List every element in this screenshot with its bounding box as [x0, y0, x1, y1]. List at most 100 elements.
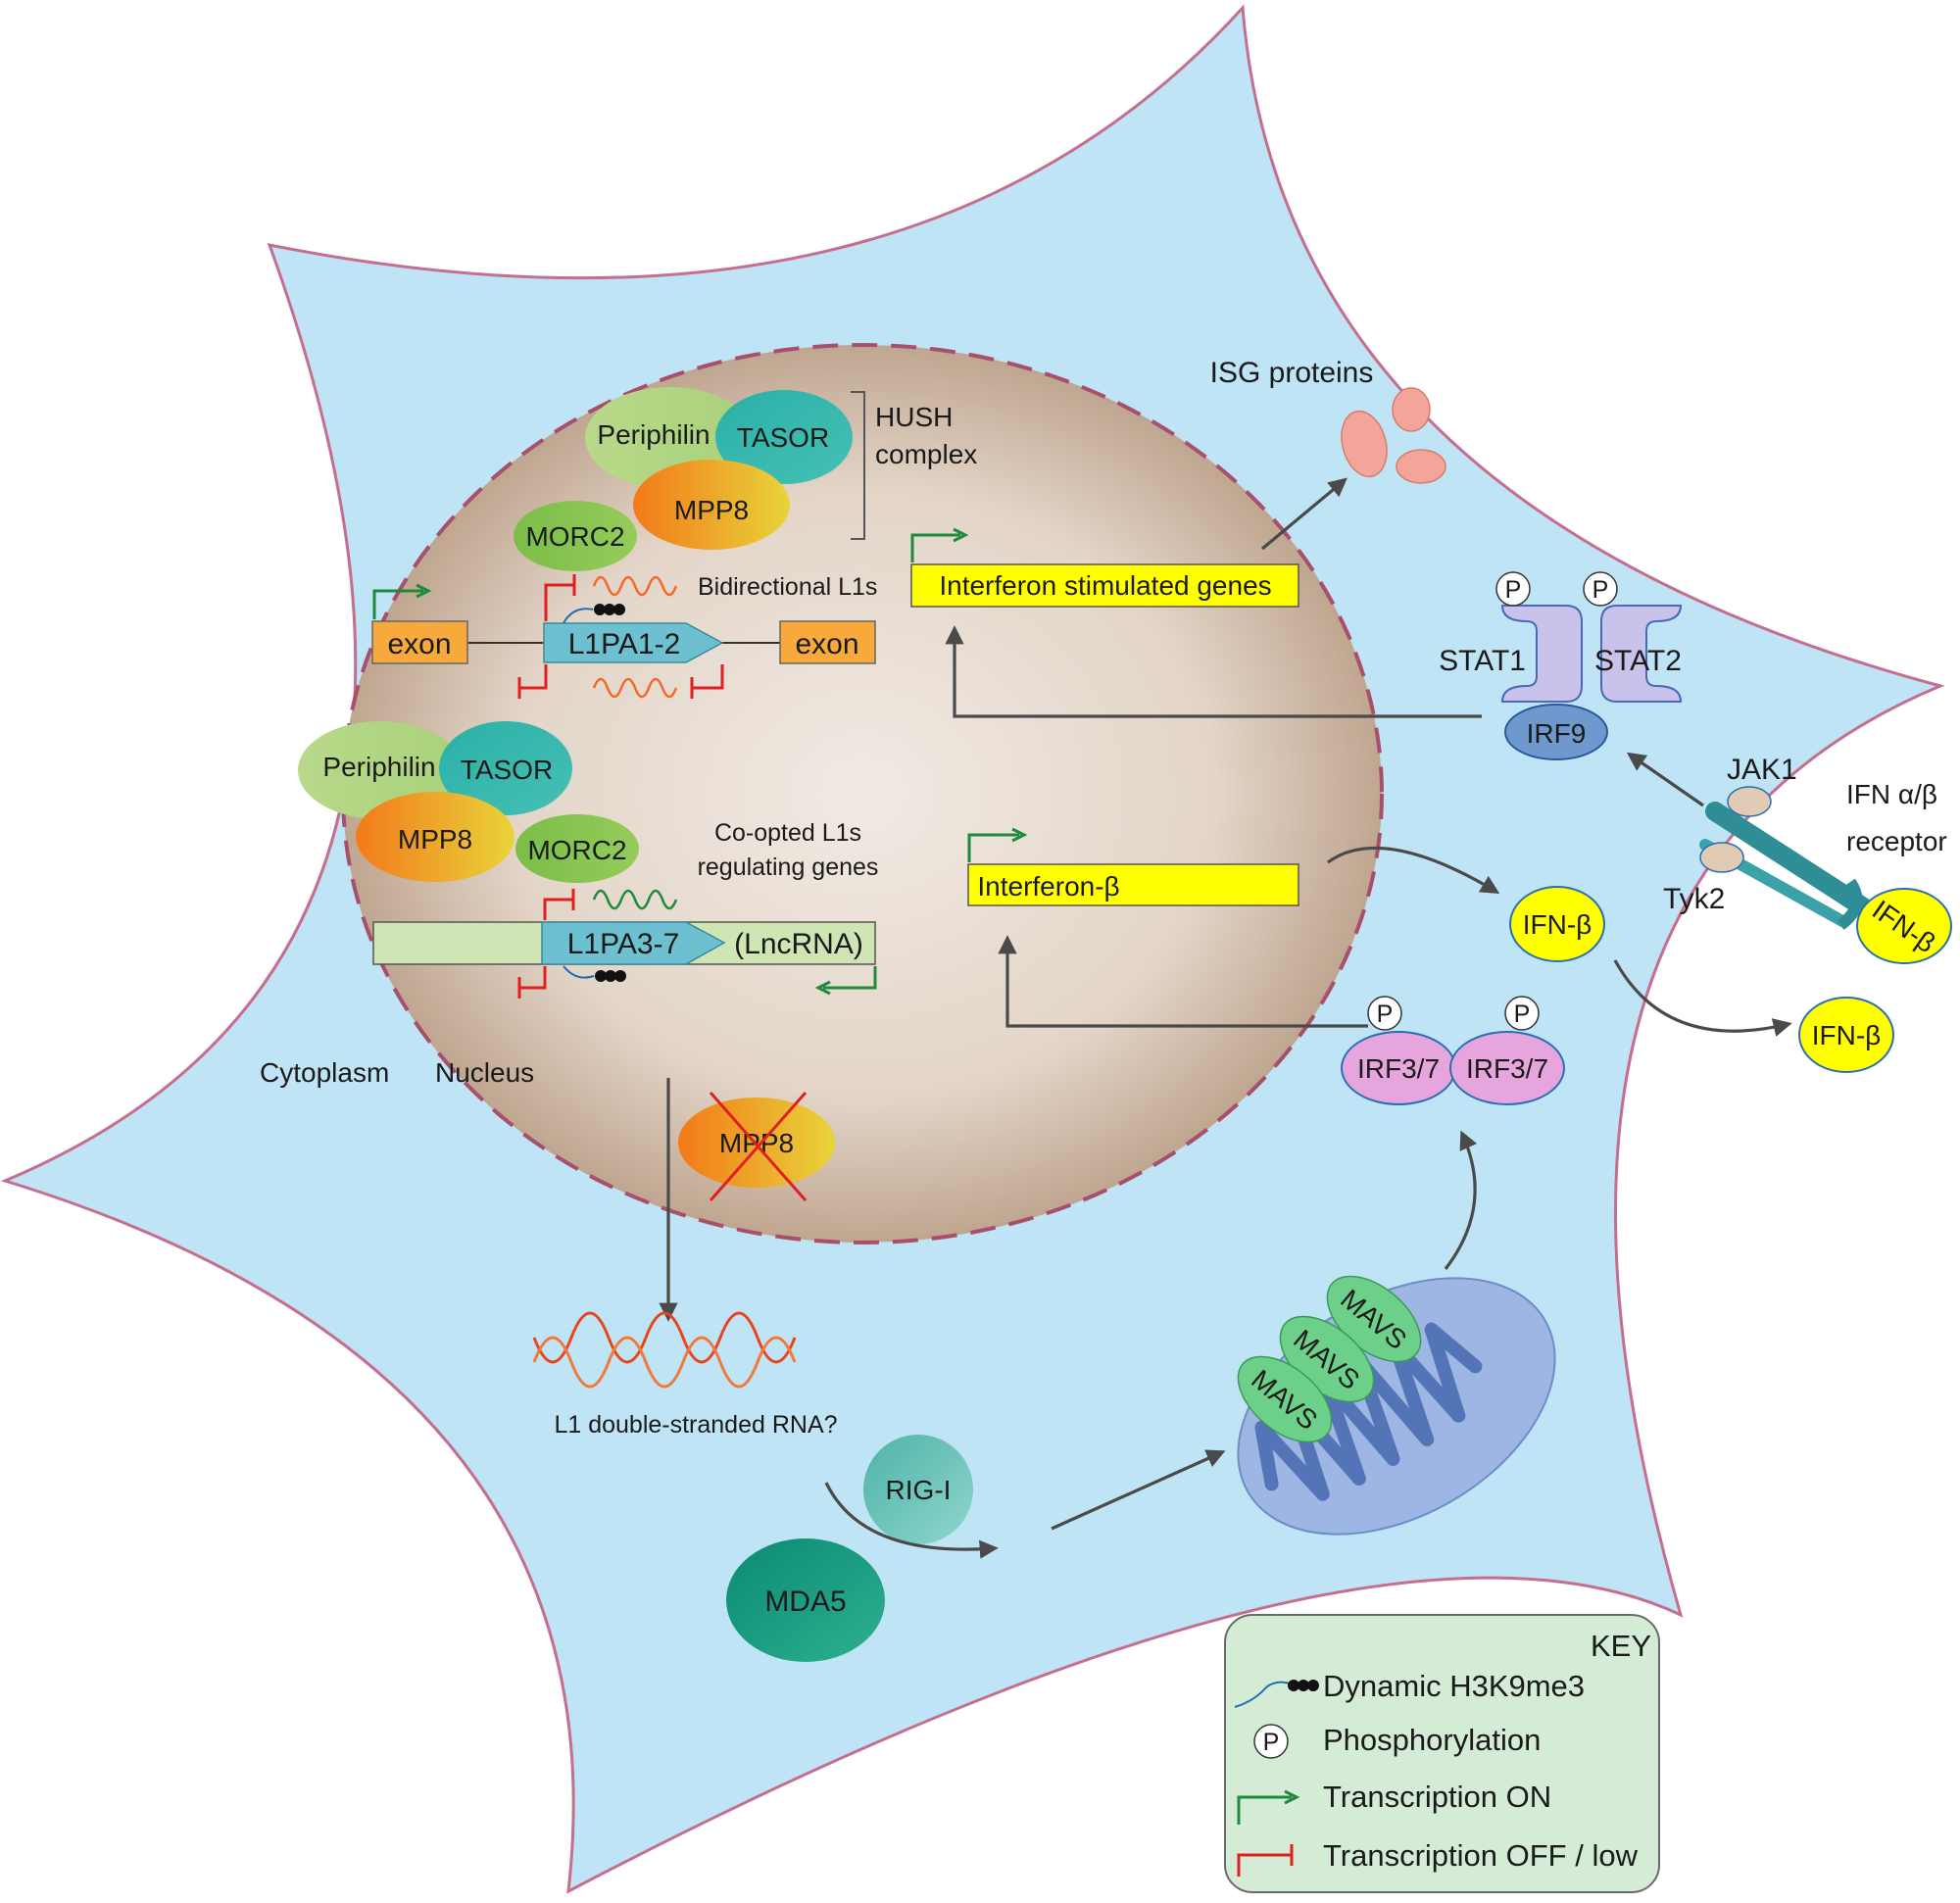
legend-key: KEY Dynamic H3K9me3 P Phosphorylation Tr…	[1224, 1614, 1660, 1893]
legend-item-off: Transcription OFF / low	[1323, 1838, 1639, 1873]
stat1-protein	[1500, 605, 1583, 703]
hush-label: HUSH	[875, 402, 953, 432]
phospho-label: P	[1377, 1000, 1394, 1028]
exon-right-label: exon	[795, 628, 858, 660]
legend-item-on: Transcription ON	[1323, 1780, 1551, 1814]
mpp8-label: MPP8	[398, 824, 472, 854]
transcription-on-icon	[823, 966, 877, 990]
coopted-l1-locus: L1PA3-7 (LncRNA)	[372, 889, 877, 999]
mda5-protein	[726, 1538, 885, 1662]
jak1-label: JAK1	[1727, 754, 1797, 786]
legend-off-icon	[1237, 1844, 1294, 1877]
isg-gene-box	[910, 563, 1299, 608]
morc2-label: MORC2	[525, 521, 624, 552]
mavs-to-irf-arrow	[1444, 1130, 1478, 1270]
receptor-label-line2: receptor	[1846, 826, 1947, 856]
mpp8-protein	[633, 460, 790, 550]
mavs-protein	[1237, 1355, 1333, 1443]
stat-complex: P P IRF9	[1495, 571, 1683, 760]
isg-proteins-icon	[1341, 387, 1446, 484]
receptor-label-line1: IFN α/β	[1846, 779, 1937, 809]
stat1-label: STAT1	[1439, 645, 1526, 677]
legend-on-icon	[1237, 1795, 1292, 1825]
mpp8-label: MPP8	[674, 495, 749, 525]
l1pa37-label: L1PA3-7	[567, 928, 680, 960]
ifnb-export-arrow	[1613, 959, 1792, 1037]
legend-phospho-label: P	[1263, 1729, 1280, 1756]
mpp8-knockout-protein	[678, 1098, 835, 1188]
lncrna-label: (LncRNA)	[734, 928, 863, 960]
ifnb-protein-bound	[1856, 888, 1952, 964]
legend-title: KEY	[1591, 1629, 1651, 1663]
h3k9me3-tail	[563, 608, 594, 624]
phospho-icon	[1583, 571, 1618, 607]
morc2-label: MORC2	[527, 835, 626, 865]
isg-to-protein-arrow	[1260, 477, 1348, 551]
legend-box	[1224, 1614, 1660, 1893]
dsrna-label: L1 double-stranded RNA?	[554, 1411, 837, 1439]
mpp8-protein	[356, 792, 514, 882]
tasor-label: TASOR	[461, 755, 553, 785]
mda5-label: MDA5	[764, 1586, 846, 1618]
irf9-protein	[1504, 704, 1608, 760]
transcription-on-icon	[372, 589, 423, 619]
sensor-arrow	[824, 1482, 999, 1559]
morc2-protein	[515, 814, 639, 883]
exon-right-box	[779, 620, 876, 664]
phospho-icon	[1504, 996, 1540, 1031]
stat-to-isg-arrow	[945, 625, 1482, 718]
ifnb-gene-label: Interferon-β	[977, 871, 1119, 902]
rna-transcript-icon	[592, 575, 678, 597]
h3k9me3-tail	[563, 965, 595, 979]
tasor-label: TASOR	[737, 422, 829, 453]
ifn-receptor	[1699, 786, 1872, 930]
ifnb-protein-outer	[1798, 997, 1894, 1073]
rigi-label: RIG-I	[886, 1475, 952, 1505]
rna-transcript-icon	[592, 889, 678, 910]
transcription-on-icon	[967, 833, 1019, 862]
tyk2-label: Tyk2	[1663, 883, 1725, 915]
exon-left-label: exon	[387, 628, 451, 660]
isg-proteins-label: ISG proteins	[1210, 357, 1374, 389]
hush-bracket	[851, 391, 865, 540]
coopted-label-line1: Co-opted L1s	[714, 819, 861, 847]
periphilin-label: Periphilin	[322, 752, 435, 782]
phospho-label: P	[1592, 576, 1609, 604]
to-mavs-arrow	[1051, 1449, 1226, 1531]
complex-label: complex	[875, 439, 977, 469]
morc2-protein	[514, 501, 637, 571]
phospho-icon	[1495, 571, 1531, 607]
legend-h3k9me3-tail	[1234, 1681, 1291, 1708]
ifnb-inner-label: IFN-β	[1523, 909, 1592, 940]
hush-complex-top: Periphilin TASOR MPP8 MORC2	[514, 387, 853, 571]
cytoplasm-label: Cytoplasm	[260, 1057, 389, 1088]
bidirectional-label: Bidirectional L1s	[698, 573, 877, 601]
rigi-protein	[863, 1435, 973, 1544]
h3k9me3-icon	[594, 604, 625, 615]
irf37-dimer: IRF3/7 IRF3/7 P P	[1341, 996, 1565, 1105]
ifnb-outer-label: IFN-β	[1812, 1020, 1882, 1050]
isg-gene-label: Interferon stimulated genes	[939, 570, 1271, 601]
jak1-protein	[1727, 786, 1772, 817]
transcription-off-icon	[517, 664, 548, 699]
phospho-label: P	[1505, 576, 1522, 604]
nucleus-label: Nucleus	[435, 1057, 534, 1088]
receptor-to-stat-arrow	[1626, 752, 1704, 807]
transcription-off-icon	[544, 574, 576, 621]
irf37-label: IRF3/7	[1466, 1053, 1548, 1084]
irf-to-ifnb-arrow	[998, 935, 1368, 1028]
legend-item-h3k9me3: Dynamic H3K9me3	[1323, 1669, 1585, 1703]
exon-left-box	[371, 620, 468, 664]
hush-complex-bottom: Periphilin TASOR MPP8 MORC2	[298, 721, 639, 883]
rna-transcript-icon	[592, 677, 678, 699]
legend-phospho-icon	[1253, 1724, 1289, 1759]
transcription-off-icon	[517, 966, 547, 999]
stat2-label: STAT2	[1594, 645, 1682, 677]
coopted-label-line2: regulating genes	[698, 854, 879, 881]
tasor-protein	[715, 390, 853, 484]
h3k9me3-icon	[595, 970, 626, 982]
legend-h3k9me3-icon	[1288, 1680, 1319, 1691]
ifnb-secretion-arrow	[1327, 846, 1500, 894]
tasor-protein	[439, 721, 572, 815]
